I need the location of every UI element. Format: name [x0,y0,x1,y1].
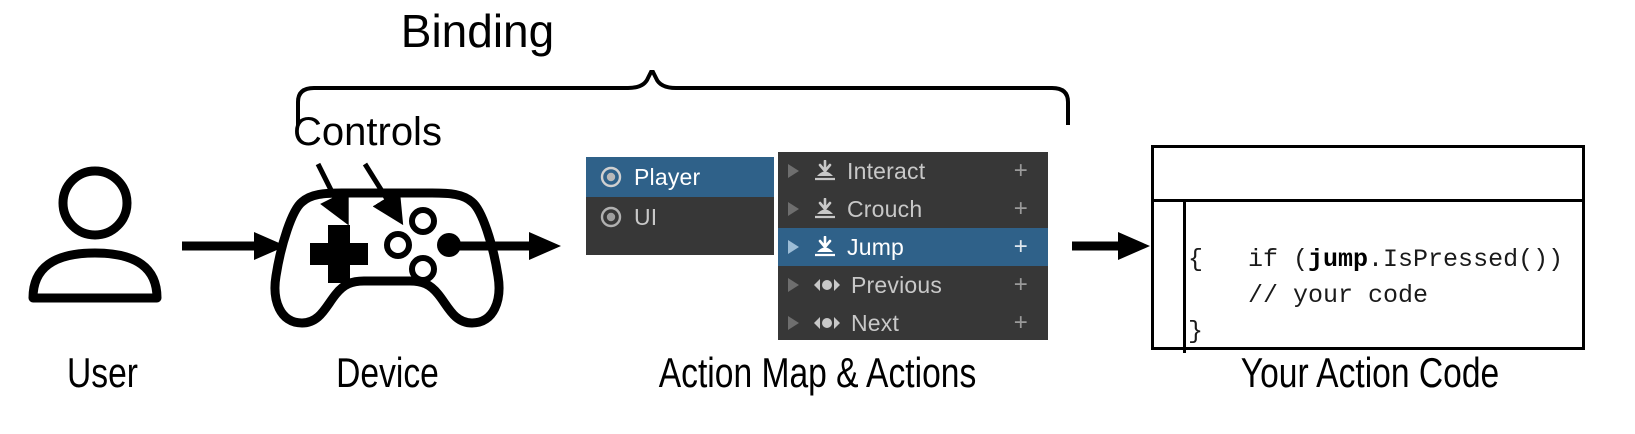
code-text-pre: if ( [1248,245,1309,274]
action-map-row-player[interactable]: Player [586,157,774,197]
arrow-right-icon-2 [447,232,561,260]
code-window[interactable] [1151,145,1585,353]
caption-code: Your Action Code [1170,352,1570,394]
caption-code-text: Your Action Code [1240,349,1500,396]
code-line-3: // your code [1188,281,1429,310]
axis-1d-icon [813,276,841,294]
actions-panel[interactable]: Interact + Crouch + [778,152,1048,340]
arrow-right-icon-3 [1072,232,1150,260]
button-press-icon [813,236,837,258]
action-row-crouch[interactable]: Crouch + [778,190,1048,228]
action-map-row-ui[interactable]: UI [586,197,774,237]
code-line-4: } [1188,317,1204,346]
binding-label: Binding [0,8,1635,54]
arrow-right-icon [182,232,286,260]
action-map-label: UI [634,203,658,230]
code-window-gutter [1154,202,1186,353]
button-press-icon [813,160,837,182]
caption-action-map-text: Action Map & Actions [658,349,977,396]
caption-device: Device [282,352,494,394]
action-label: Next [851,309,900,336]
code-text-bold: jump [1308,245,1369,274]
binding-brace [296,70,1070,125]
add-binding-button[interactable]: + [1013,309,1028,336]
action-row-jump[interactable]: Jump + [778,228,1048,266]
action-label: Previous [851,271,943,298]
caption-action-map: Action Map & Actions [596,352,1040,394]
action-map-icon [600,206,622,228]
binding-label-text: Binding [400,5,555,57]
add-binding-button[interactable]: + [1013,157,1028,184]
add-binding-button[interactable]: + [1013,271,1028,298]
action-row-previous[interactable]: Previous + [778,266,1048,304]
chevron-right-icon[interactable] [788,316,799,330]
caption-device-text: Device [336,349,439,396]
action-maps-panel[interactable]: Player UI [586,157,774,255]
action-map-icon [600,166,622,188]
axis-1d-icon [813,314,841,332]
button-press-icon [813,198,837,220]
code-line-1: if (jump.IsPressed()) [1188,206,1563,314]
add-binding-button[interactable]: + [1013,195,1028,222]
code-line-2: { [1188,245,1204,274]
caption-user: User [21,352,185,394]
action-label: Jump [847,233,905,260]
chevron-right-icon[interactable] [788,278,799,292]
action-row-interact[interactable]: Interact + [778,152,1048,190]
action-row-next[interactable]: Next + [778,304,1048,342]
code-window-titlebar[interactable] [1154,148,1582,202]
chevron-right-icon[interactable] [788,164,799,178]
action-label: Interact [847,157,926,184]
code-text-post: .IsPressed()) [1368,245,1564,274]
chevron-right-icon[interactable] [788,202,799,216]
controls-label: Controls [293,110,442,154]
action-map-label: Player [634,163,701,190]
chevron-right-icon[interactable] [788,240,799,254]
add-binding-button[interactable]: + [1013,233,1028,260]
person-icon [28,166,162,303]
action-label: Crouch [847,195,923,222]
caption-user-text: User [67,349,138,396]
